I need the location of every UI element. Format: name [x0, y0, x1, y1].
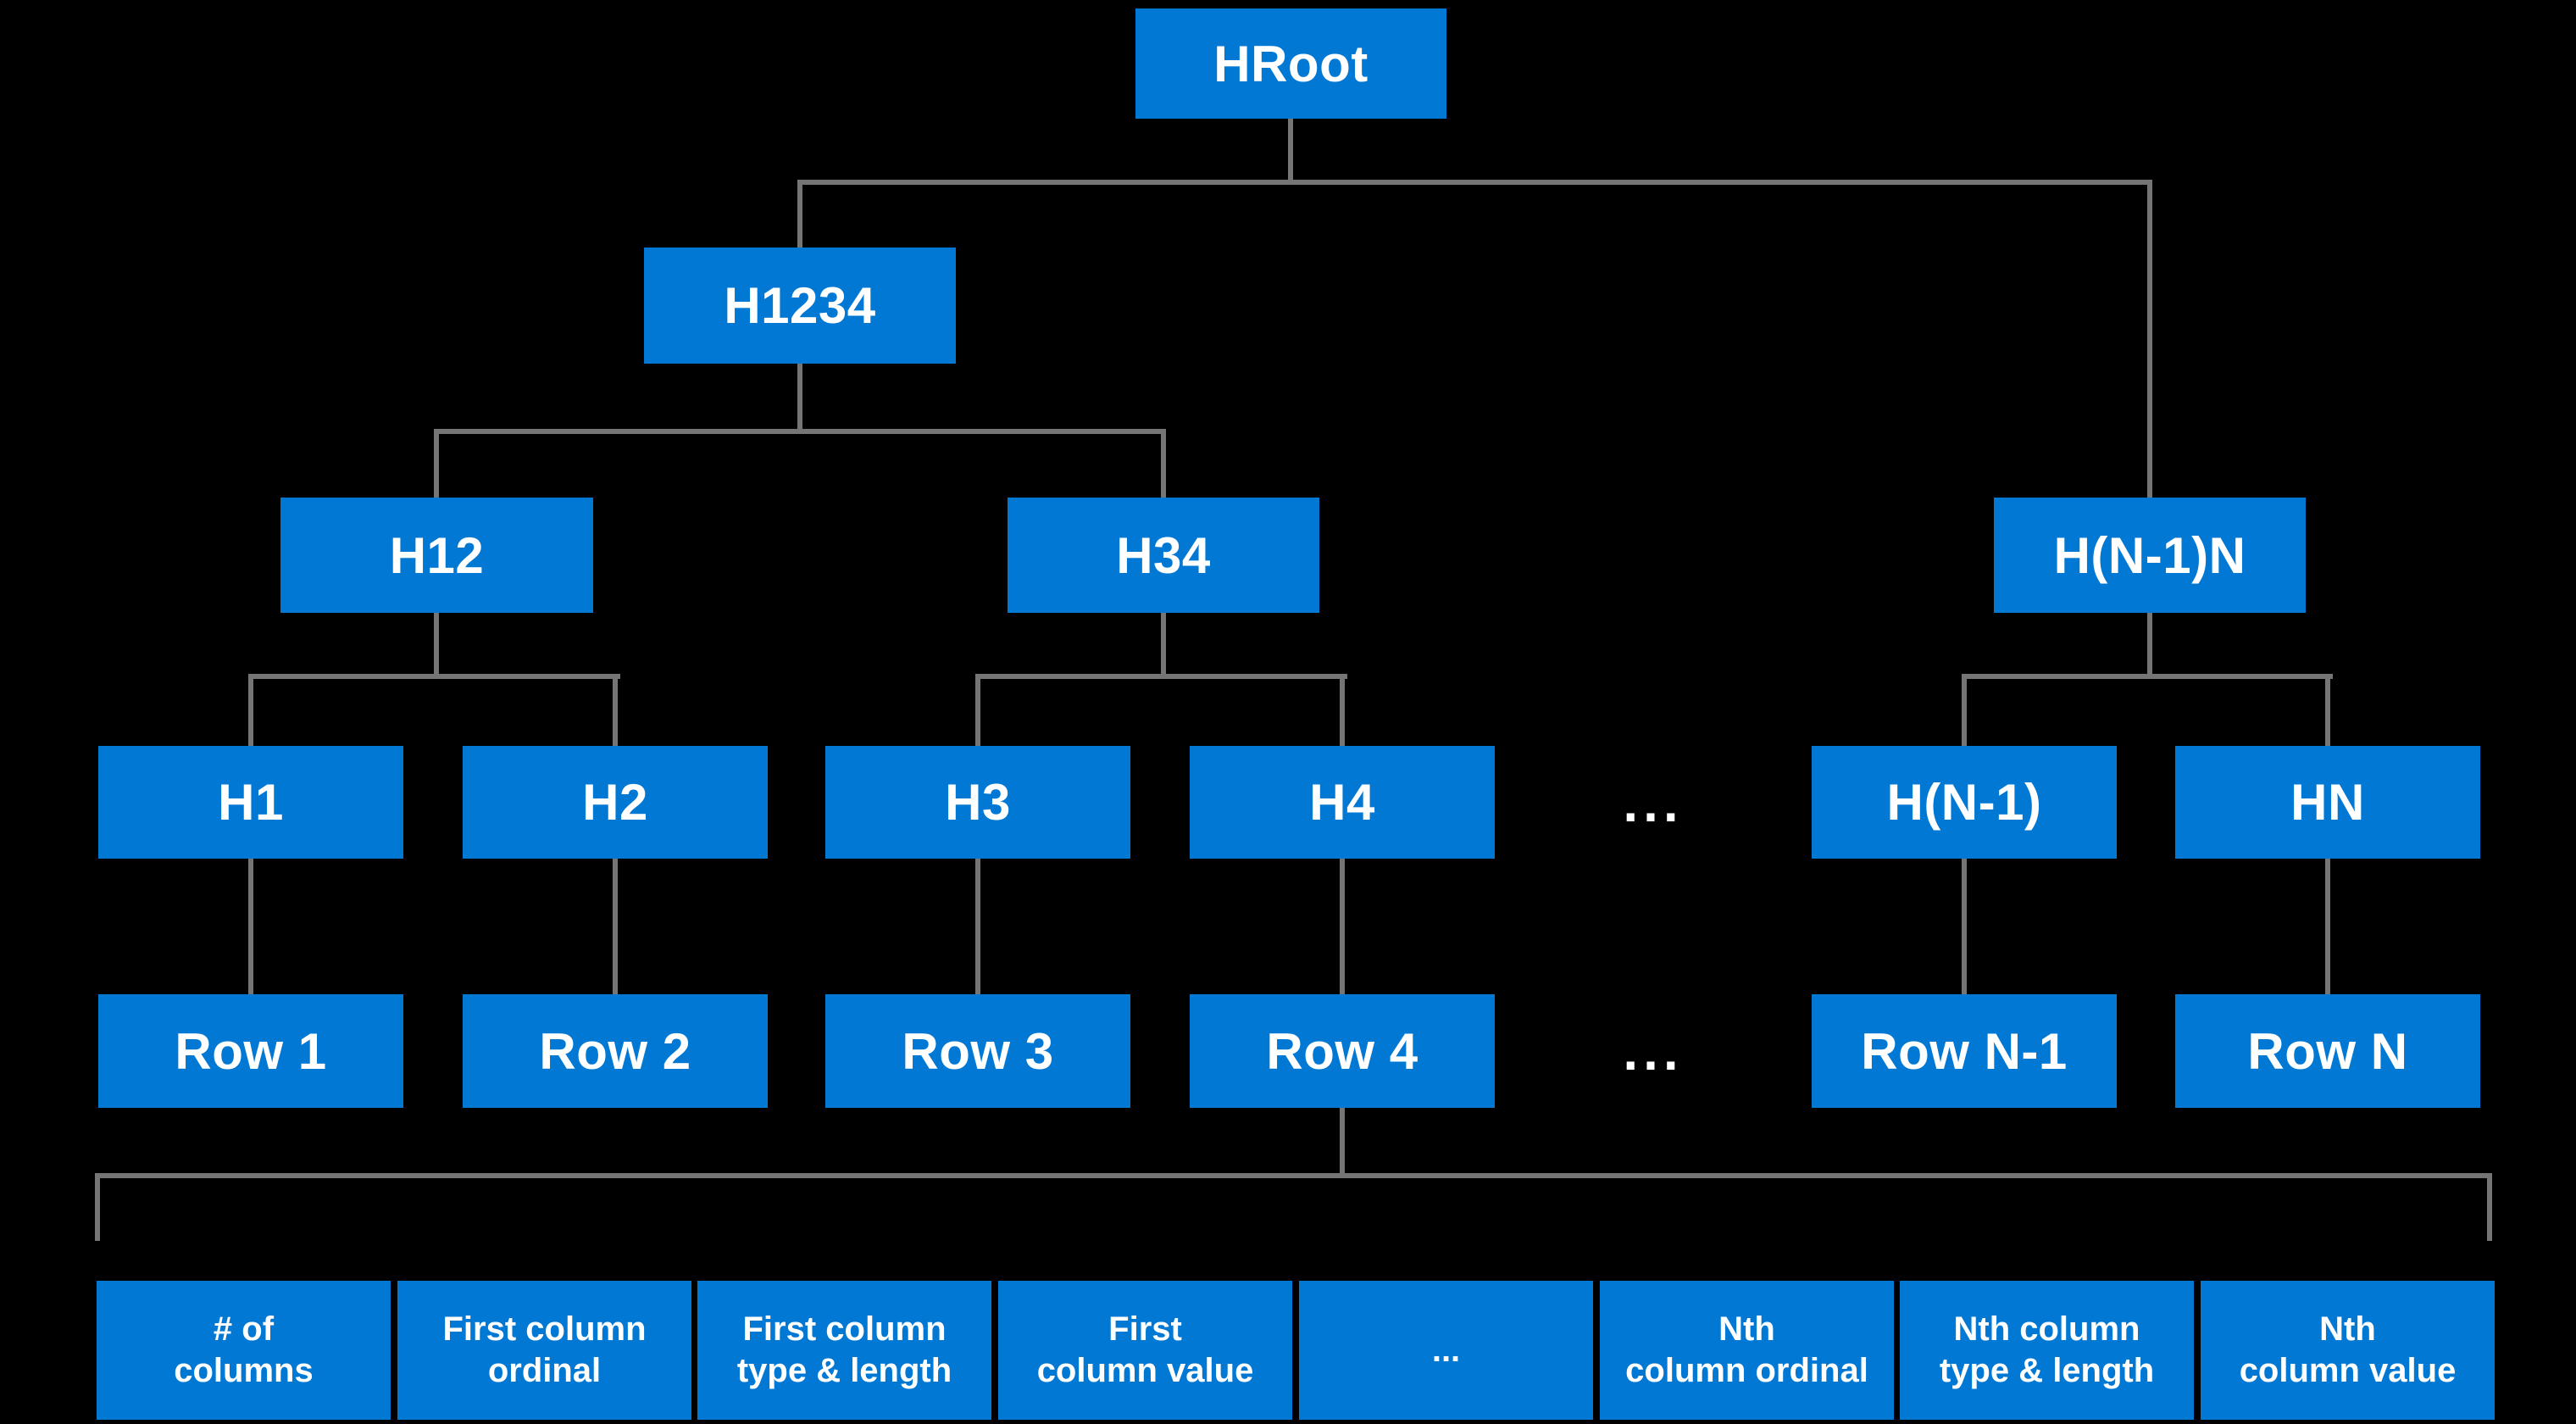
connector-hn1n-long-drop [2147, 180, 2152, 500]
node-h12: H12 [280, 498, 593, 613]
row-level-ellipsis: ... [1623, 1021, 1684, 1082]
connector-top-horizontal [797, 180, 2152, 185]
node-h1234: H1234 [644, 248, 956, 364]
connector-h12-drop [434, 429, 439, 500]
connector-hn1n-down [2147, 610, 2152, 679]
connector-bracket-right-drop [2487, 1173, 2492, 1241]
connector-hn1-drop [1962, 674, 1967, 748]
connector-hn1n-horizontal [1962, 674, 2333, 679]
connector-h1234-down [797, 361, 802, 434]
connector-h3-row3 [975, 856, 980, 997]
connector-h34-drop [1161, 429, 1166, 500]
node-row-n: Row N [2175, 994, 2480, 1108]
connector-h2-row2 [613, 856, 618, 997]
col-box-first-column-type-length: First column type & length [697, 1281, 991, 1420]
col-box-ellipsis: ... [1299, 1281, 1593, 1420]
node-h34: H34 [1008, 498, 1319, 613]
connector-h12-horizontal [248, 674, 620, 679]
connector-h4-row4 [1340, 856, 1345, 997]
connector-hroot-down [1288, 117, 1293, 185]
node-row-n1: Row N-1 [1812, 994, 2117, 1108]
node-hn1: H(N-1) [1812, 746, 2117, 859]
node-hroot: HRoot [1135, 8, 1446, 119]
node-hn: HN [2175, 746, 2480, 859]
connector-h4-drop [1340, 674, 1345, 748]
col-box-nth-column-value: Nth column value [2201, 1281, 2495, 1420]
connector-bracket-horizontal [95, 1173, 2492, 1178]
connector-bracket-left-drop [95, 1173, 100, 1241]
connector-h1-row1 [248, 856, 253, 997]
connector-hn1-rowN1 [1962, 856, 1967, 997]
node-row-2: Row 2 [463, 994, 768, 1108]
connector-h1234-drop [797, 180, 802, 250]
col-box-first-column-value: First column value [998, 1281, 1292, 1420]
col-box-first-column-ordinal: First column ordinal [397, 1281, 691, 1420]
node-hn1n: H(N-1)N [1994, 498, 2306, 613]
connector-h3-drop [975, 674, 980, 748]
node-row-1: Row 1 [98, 994, 403, 1108]
hash-level-ellipsis: ... [1623, 771, 1684, 833]
node-row-3: Row 3 [825, 994, 1130, 1108]
connector-h2-drop [613, 674, 618, 748]
col-box-nth-column-type-length: Nth column type & length [1900, 1281, 2194, 1420]
node-h4: H4 [1190, 746, 1495, 859]
connector-hn-rowN [2325, 856, 2330, 997]
connector-row4-down [1340, 1105, 1345, 1178]
connector-h34-horizontal [975, 674, 1347, 679]
connector-hn-drop [2325, 674, 2330, 748]
node-row-4: Row 4 [1190, 994, 1495, 1108]
col-box-nth-column-ordinal: Nth column ordinal [1600, 1281, 1894, 1420]
node-h3: H3 [825, 746, 1130, 859]
connector-h34-down [1161, 610, 1166, 679]
connector-mid-horizontal [434, 429, 1166, 434]
node-h1: H1 [98, 746, 403, 859]
connector-h12-down [434, 610, 439, 679]
connector-h1-drop [248, 674, 253, 748]
col-box-num-of-columns: # of columns [97, 1281, 391, 1420]
node-h2: H2 [463, 746, 768, 859]
